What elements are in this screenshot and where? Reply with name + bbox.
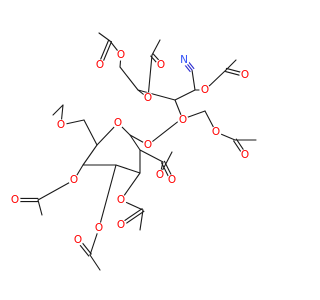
atom-o1: O [115,49,127,61]
atom-o3: O [155,59,167,71]
bond-c24-c19 [82,144,98,166]
atom-label-backdrop [178,54,190,66]
bond-o13-c28 [37,179,75,201]
bond-c3-c4 [119,66,139,91]
atom-label-backdrop [55,119,67,131]
atom-label-o: O [57,119,65,131]
bond-o4-c5 [147,54,153,99]
bond-c20-o12 [147,119,181,146]
bond-c19-c16 [83,119,98,146]
bond-c5-c6 [151,39,161,56]
atom-o2: O [94,59,106,71]
atom-o18: O [93,222,105,234]
atom-o7: O [210,126,222,138]
atom-label-backdrop [93,222,105,234]
bond-c28-c29 [37,199,43,216]
atom-o9: O [177,114,189,126]
atom-label-backdrop [142,139,154,151]
atom-label-o: O [241,149,249,161]
atom-o20: O [115,219,127,231]
atom-label-backdrop [154,169,166,181]
bond-layer [14,32,257,271]
atom-o17: O [115,194,127,206]
atom-label-backdrop [239,149,251,161]
bond-c23-o18 [98,164,117,229]
atom-label-o: O [117,219,125,231]
atom-o10: O [112,117,124,129]
atom-label-o: O [70,174,78,186]
atom-label-o: O [95,222,103,234]
atom-label-backdrop [155,59,167,71]
atom-label-backdrop [68,174,80,186]
atom-o15: O [154,169,166,181]
atom-label-o: O [156,169,164,181]
atom-label-o: O [201,84,209,96]
atom-label-n: N [180,54,188,66]
atom-o11: O [55,119,67,131]
atom-label-backdrop [166,174,178,186]
atom-label-backdrop [239,69,251,81]
bond-c8-c10 [191,69,196,91]
atom-label-o: O [179,114,187,126]
atom-label-backdrop [115,49,127,61]
atom-label-o: O [212,126,220,138]
atom-label-o: O [117,49,125,61]
atom-label-backdrop [199,84,211,96]
atom-o6: O [199,84,211,96]
atom-label-backdrop [94,59,106,71]
atom-o13: O [68,174,80,186]
atom-o14: O [9,194,21,206]
bond-c21-c22 [129,134,141,151]
atom-label-backdrop [115,219,127,231]
atom-label-backdrop [177,114,189,126]
atom-n1: N [178,54,190,66]
atom-o5: O [239,69,251,81]
atom-o4: O [142,92,154,104]
atom-label-o: O [11,194,19,206]
atom-label-o: O [144,92,152,104]
atom-label-backdrop [210,126,222,138]
atom-label-o: O [144,139,152,151]
bond-c4-c7 [137,89,176,101]
atom-label-o: O [241,69,249,81]
atom-label-backdrop [72,234,84,246]
atom-o19: O [72,234,84,246]
bond-c32-c33 [89,254,101,271]
atom-label-backdrop [115,194,127,206]
bond-c27-c23 [115,164,141,174]
bond-c7-c8 [174,89,196,101]
atom-label-backdrop [112,117,124,129]
atom-label-backdrop [142,92,154,104]
atom-label-backdrop [9,194,21,206]
atom-o16: O [166,174,178,186]
atom-label-o: O [168,174,176,186]
bond-c30-c31 [139,209,144,231]
atom-label-o: O [114,117,122,129]
bond-c17-c18 [52,104,64,116]
atom-label-o: O [74,234,82,246]
atom-label-o: O [157,59,165,71]
bond-c22-c25 [139,149,164,163]
atom-label-o: O [117,194,125,206]
atom-o12: O [142,139,154,151]
atom-label-o: O [96,59,104,71]
bond-c2-c1 [98,32,111,42]
atom-o8: O [239,149,251,161]
